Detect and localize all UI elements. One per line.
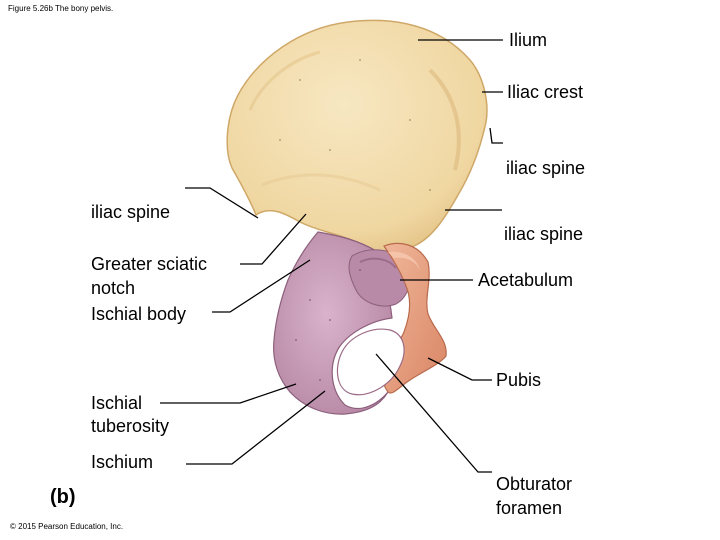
label-iliac-spine-upper-right: iliac spine xyxy=(506,158,586,178)
obturator-foramen xyxy=(336,328,405,396)
label-ilium: Ilium xyxy=(509,30,548,50)
leader-iliac-spine-left xyxy=(185,187,259,219)
label-pubis: Pubis xyxy=(496,370,542,390)
label-acetabulum: Acetabulum xyxy=(478,270,574,290)
leader-pubis xyxy=(427,357,492,381)
leader-obturator-foramen xyxy=(375,353,492,473)
label-ischial-body: Ischial body xyxy=(91,304,187,324)
leader-iliac-spine-upper-right xyxy=(489,127,503,144)
label-iliac-spine-left: iliac spine xyxy=(91,202,171,222)
panel-letter: (b) xyxy=(50,486,76,508)
label-obturator-foramen-line2: foramen xyxy=(496,498,563,518)
label-greater-sciatic-notch-line2: notch xyxy=(91,278,136,298)
leader-ischial-body xyxy=(212,259,311,313)
copyright-notice: © 2015 Pearson Education, Inc. xyxy=(10,522,124,531)
label-iliac-crest: Iliac crest xyxy=(507,82,584,102)
label-ischial-tuberosity-line1: Ischial xyxy=(91,393,143,413)
ilium-shape xyxy=(226,19,488,261)
figure-title: Figure 5.26b The bony pelvis. xyxy=(8,4,114,13)
label-greater-sciatic-notch-line1: Greater sciatic xyxy=(91,254,208,274)
label-ischial-tuberosity-line2: tuberosity xyxy=(91,416,170,436)
label-ischium: Ischium xyxy=(91,452,154,472)
label-iliac-spine-lower-right: iliac spine xyxy=(504,224,584,244)
leader-lines xyxy=(160,39,503,473)
leader-greater-sciatic-notch xyxy=(240,213,307,265)
leader-ischial-tuberosity xyxy=(160,383,297,404)
label-obturator-foramen-line1: Obturator xyxy=(496,474,573,494)
leader-ischium xyxy=(186,390,326,465)
